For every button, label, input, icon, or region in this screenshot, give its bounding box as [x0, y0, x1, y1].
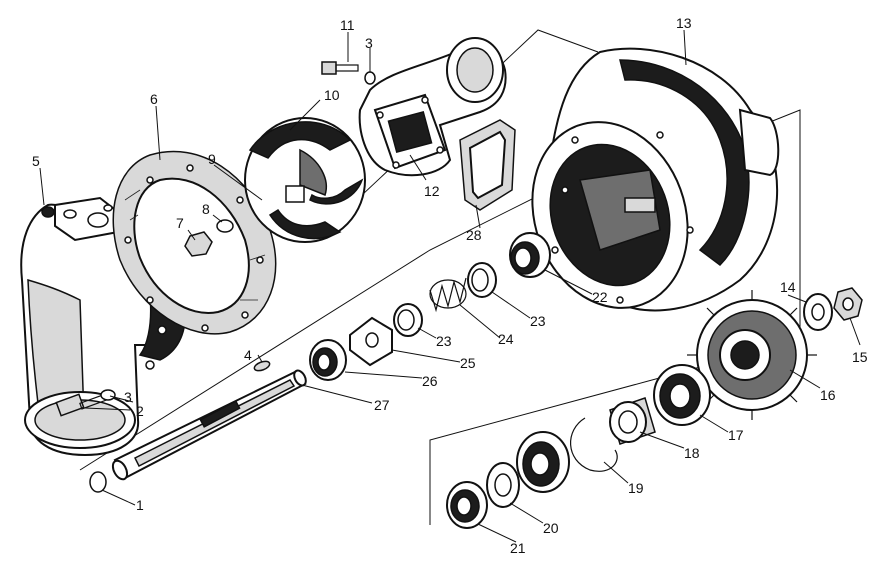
callout-numbers: 1 2 3 3 4 5 6 7 8 9 10 11 12 13 14 15 16…: [32, 15, 868, 556]
callout-25: 25: [460, 355, 476, 371]
washer-part-3: [100, 389, 116, 401]
callout-24: 24: [498, 331, 514, 347]
bearing-part-21-upper: [516, 431, 570, 493]
callout-2: 2: [136, 403, 144, 419]
seal-part-26: [309, 339, 347, 381]
ring-part-23-lower: [393, 303, 423, 337]
washer-part-3-top: [364, 71, 376, 85]
callout-leader-lines: [39, 29, 861, 543]
seal-part-22: [509, 232, 551, 278]
gasket-part-28: [459, 119, 516, 211]
pump-housing-part-13: [531, 47, 780, 312]
callout-13: 13: [676, 15, 692, 31]
callout-7: 7: [176, 215, 184, 231]
callout-6: 6: [150, 91, 158, 107]
bearing-part-21: [446, 481, 488, 529]
callout-3-lower: 3: [124, 389, 132, 405]
bolt-part-11: [321, 61, 359, 75]
callout-18: 18: [684, 445, 700, 461]
callout-20: 20: [543, 520, 559, 536]
callout-26: 26: [422, 373, 438, 389]
callout-17: 17: [728, 427, 744, 443]
impeller-part-10: [244, 117, 366, 243]
callout-19: 19: [628, 480, 644, 496]
callout-27: 27: [374, 397, 390, 413]
nut-part-7: [184, 231, 213, 257]
callout-23-upper: 23: [530, 313, 546, 329]
ring-part-1: [89, 471, 107, 493]
snap-ring-part-19: [570, 417, 618, 472]
inlet-pipe-part-12: [358, 37, 507, 177]
callout-12: 12: [424, 183, 440, 199]
callout-21: 21: [510, 540, 526, 556]
callout-16: 16: [820, 387, 836, 403]
callout-3-upper: 3: [365, 35, 373, 51]
bearing-part-17: [653, 364, 711, 426]
callout-15: 15: [852, 349, 868, 365]
callout-28: 28: [466, 227, 482, 243]
callout-22: 22: [592, 289, 608, 305]
shaft-part-27: [111, 369, 307, 481]
callout-8: 8: [202, 201, 210, 217]
washer-part-20: [486, 462, 520, 508]
callout-11: 11: [340, 17, 355, 33]
lock-washer-part-14: [803, 293, 833, 331]
gear-part-16: [687, 290, 817, 420]
callout-9: 9: [208, 151, 216, 167]
key-part-4: [253, 360, 271, 372]
lock-washer-part-8: [216, 219, 234, 233]
callout-5: 5: [32, 153, 40, 169]
spring-part-24: [429, 277, 467, 313]
sleeve-part-18: [609, 397, 656, 445]
callout-10: 10: [324, 87, 340, 103]
flange-part-25: [349, 316, 393, 367]
callout-14: 14: [780, 279, 796, 295]
callout-23-lower: 23: [436, 333, 452, 349]
ring-part-23-upper: [467, 262, 497, 298]
nut-part-15: [833, 287, 863, 321]
callout-1: 1: [136, 497, 144, 513]
callout-4: 4: [244, 347, 252, 363]
